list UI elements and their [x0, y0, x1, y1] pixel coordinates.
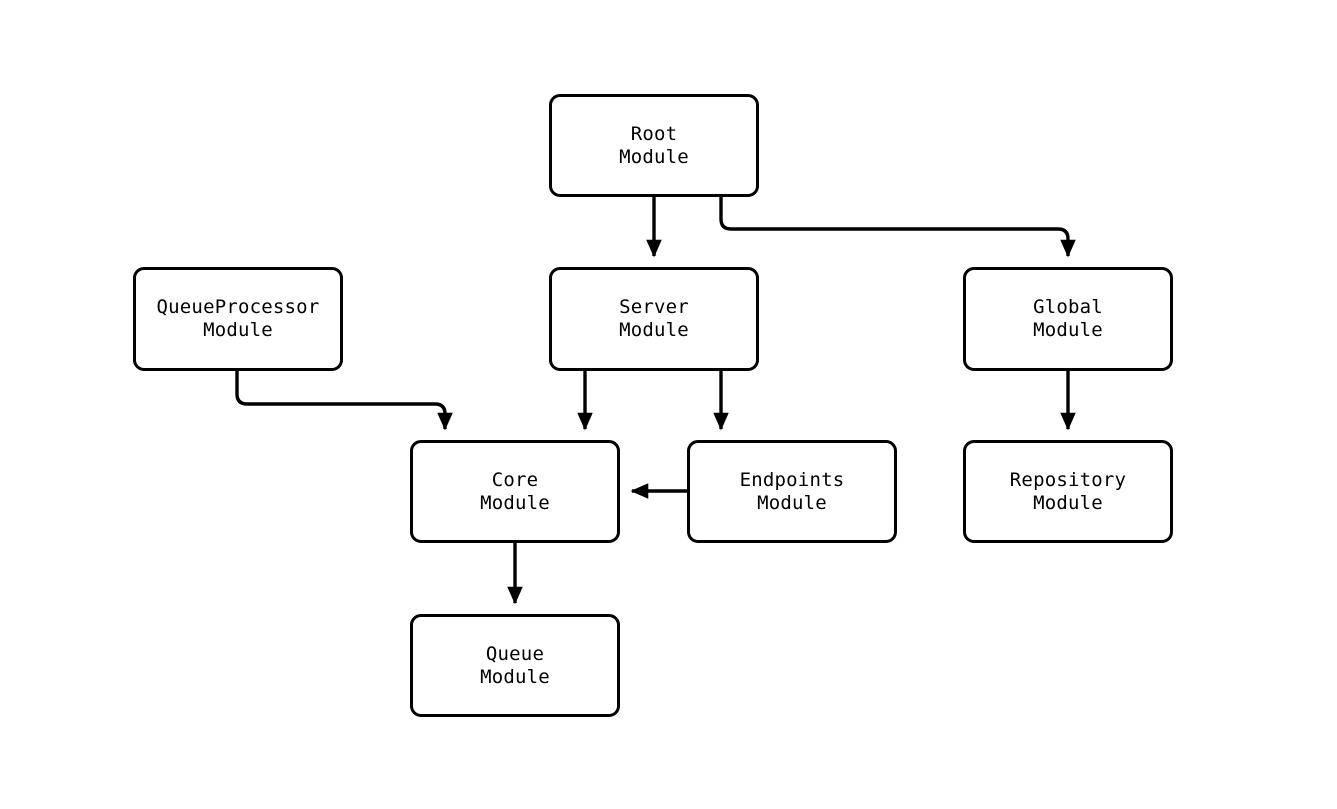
node-core-module-title: Core — [491, 468, 539, 491]
node-global-module-title: Global — [1033, 296, 1103, 318]
node-root-module-title: Root — [630, 122, 678, 145]
node-endpoints-module[interactable]: Endpoints Module — [687, 440, 897, 543]
node-repository-module-title: Repository — [1009, 468, 1127, 491]
edge-queueprocessor-to-core — [235, 371, 453, 431]
node-endpoints-module-subtitle: Module — [757, 491, 827, 514]
node-queueprocessor-module-title: QueueProcessor — [156, 296, 320, 318]
node-queueprocessor-module-subtitle: Module — [203, 319, 273, 341]
node-queue-module-subtitle: Module — [480, 665, 550, 688]
node-global-module-subtitle: Module — [1033, 319, 1103, 341]
edge-root-to-global — [719, 197, 1076, 258]
node-root-module[interactable]: Root Module — [549, 94, 759, 197]
node-queueprocessor-module[interactable]: QueueProcessor Module — [133, 267, 343, 371]
node-core-module-subtitle: Module — [480, 491, 550, 514]
node-server-module-title: Server — [619, 296, 689, 318]
node-queue-module[interactable]: Queue Module — [410, 614, 620, 717]
node-root-module-subtitle: Module — [619, 145, 689, 168]
node-global-module[interactable]: Global Module — [963, 267, 1173, 371]
node-repository-module-subtitle: Module — [1033, 491, 1103, 514]
node-core-module[interactable]: Core Module — [410, 440, 620, 543]
node-endpoints-module-title: Endpoints — [739, 468, 845, 491]
node-server-module[interactable]: Server Module — [549, 267, 759, 371]
node-queue-module-title: Queue — [485, 642, 545, 665]
node-repository-module[interactable]: Repository Module — [963, 440, 1173, 543]
node-server-module-subtitle: Module — [619, 319, 689, 341]
